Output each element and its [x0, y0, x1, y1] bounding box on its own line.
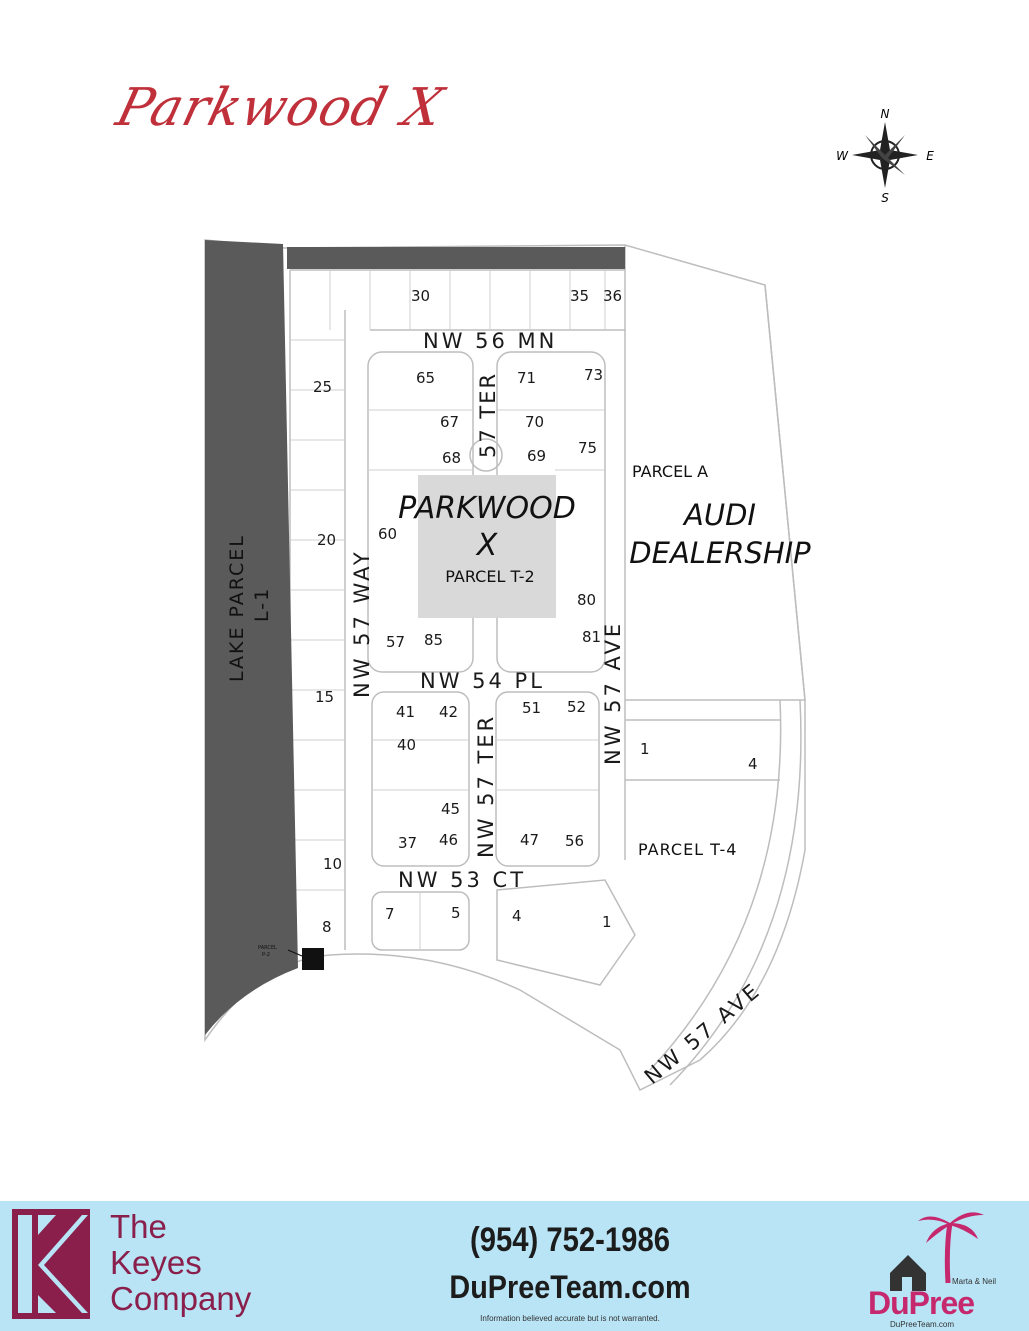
lot-number: 52 — [567, 698, 586, 716]
street-nw-56-mn: NW 56 MN — [423, 329, 557, 353]
lot-number: 30 — [411, 287, 430, 305]
lot-number: 85 — [424, 631, 443, 649]
parkwood-label: PARKWOOD — [398, 491, 576, 526]
lot-number: 81 — [582, 628, 601, 646]
lot-number: 73 — [584, 366, 603, 384]
street-nw-57-ave-outer: NW 57 AVE — [640, 978, 766, 1089]
lot-number: 1 — [602, 913, 612, 931]
lot-number: 36 — [603, 287, 622, 305]
disclaimer-text: Information believed accurate but is not… — [480, 1314, 660, 1323]
compass-n-label: N — [881, 107, 890, 121]
lot-number: 60 — [378, 525, 397, 543]
street-57-ter-north: 57 TER — [476, 372, 500, 458]
lot-number: 57 — [386, 633, 405, 651]
keyes-logo-icon — [12, 1209, 90, 1319]
lot-number: 45 — [441, 800, 460, 818]
lot-number: 15 — [315, 688, 334, 706]
keyes-company-name: The Keyes Company — [110, 1209, 251, 1317]
compass-rose-icon: N S E W — [836, 107, 934, 205]
north-buffer-strip — [287, 247, 625, 269]
keyes-line-the: The — [110, 1208, 167, 1245]
street-nw-54-pl: NW 54 PL — [420, 669, 545, 693]
compass-w-label: W — [836, 149, 849, 163]
parcel-t2-area — [418, 475, 556, 618]
lot-number: 47 — [520, 831, 539, 849]
parcel-t4-label: PARCEL T-4 — [638, 840, 737, 859]
keyes-line-company: Company — [110, 1280, 252, 1317]
parcel-t2-label: PARCEL T-2 — [445, 567, 534, 586]
street-nw-57-way: NW 57 WAY — [350, 549, 374, 698]
lake-parcel-id-label: L-1 — [251, 587, 273, 622]
dealership-label: DEALERSHIP — [629, 536, 811, 570]
keyes-line-keyes: Keyes — [110, 1244, 202, 1281]
lot-number: 42 — [439, 703, 458, 721]
dupree-website: DuPreeTeam.com — [890, 1320, 955, 1329]
lot-number: 10 — [323, 855, 342, 873]
lot-number: 46 — [439, 831, 458, 849]
lot-number: 20 — [317, 531, 336, 549]
audi-label: AUDI — [682, 498, 756, 532]
parcel-p2-marker — [302, 948, 324, 970]
lot-number: 69 — [527, 447, 546, 465]
lot-number: 70 — [525, 413, 544, 431]
lot-number: 68 — [442, 449, 461, 467]
street-nw-57-ter-mid: NW 57 TER — [474, 714, 498, 858]
contact-phone[interactable]: (954) 752-1986 — [470, 1221, 670, 1259]
lot-number: 1 — [640, 740, 650, 758]
footer-banner: The Keyes Company (954) 752-1986 DuPreeT… — [0, 1201, 1029, 1331]
dupree-subtitle: Marta & Neil — [952, 1277, 997, 1286]
site-plan-map: NW 56 MN 57 TER NW 57 WAY NW 54 PL NW 57… — [204, 239, 811, 1092]
compass-s-label: S — [881, 191, 889, 205]
compass-e-label: E — [926, 149, 934, 163]
lot-number: 7 — [385, 905, 395, 923]
lot-number: 67 — [440, 413, 459, 431]
lot-number: 37 — [398, 834, 417, 852]
lot-number: 71 — [517, 369, 536, 387]
contact-website[interactable]: DuPreeTeam.com — [449, 1269, 691, 1305]
lot-number: 25 — [313, 378, 332, 396]
lake-parcel-area — [205, 240, 298, 1035]
lot-number: 8 — [322, 918, 332, 936]
lot-number: 40 — [397, 736, 416, 754]
dupree-palm-house-icon — [890, 1212, 984, 1291]
lot-number: 51 — [522, 699, 541, 717]
lot-number: 75 — [578, 439, 597, 457]
parcel-p2-id-label: P-2 — [262, 952, 270, 958]
dupree-brand-name: DuPree — [868, 1285, 975, 1321]
lot-number: 35 — [570, 287, 589, 305]
street-nw-57-ave-inner: NW 57 AVE — [601, 621, 625, 765]
lot-number: 4 — [748, 755, 758, 773]
lot-number: 56 — [565, 832, 584, 850]
lot-number: 80 — [577, 591, 596, 609]
parkwood-x-label: X — [475, 528, 499, 563]
parcel-p2-label: PARCEL — [258, 945, 277, 951]
lot-number: 65 — [416, 369, 435, 387]
lot-number: 4 — [512, 907, 522, 925]
lake-parcel-label: LAKE PARCEL — [226, 534, 248, 682]
lot-number: 41 — [396, 703, 415, 721]
parcel-a-label: PARCEL A — [632, 462, 708, 481]
lot-number: 5 — [451, 904, 461, 922]
street-nw-53-ct: NW 53 CT — [398, 868, 526, 892]
